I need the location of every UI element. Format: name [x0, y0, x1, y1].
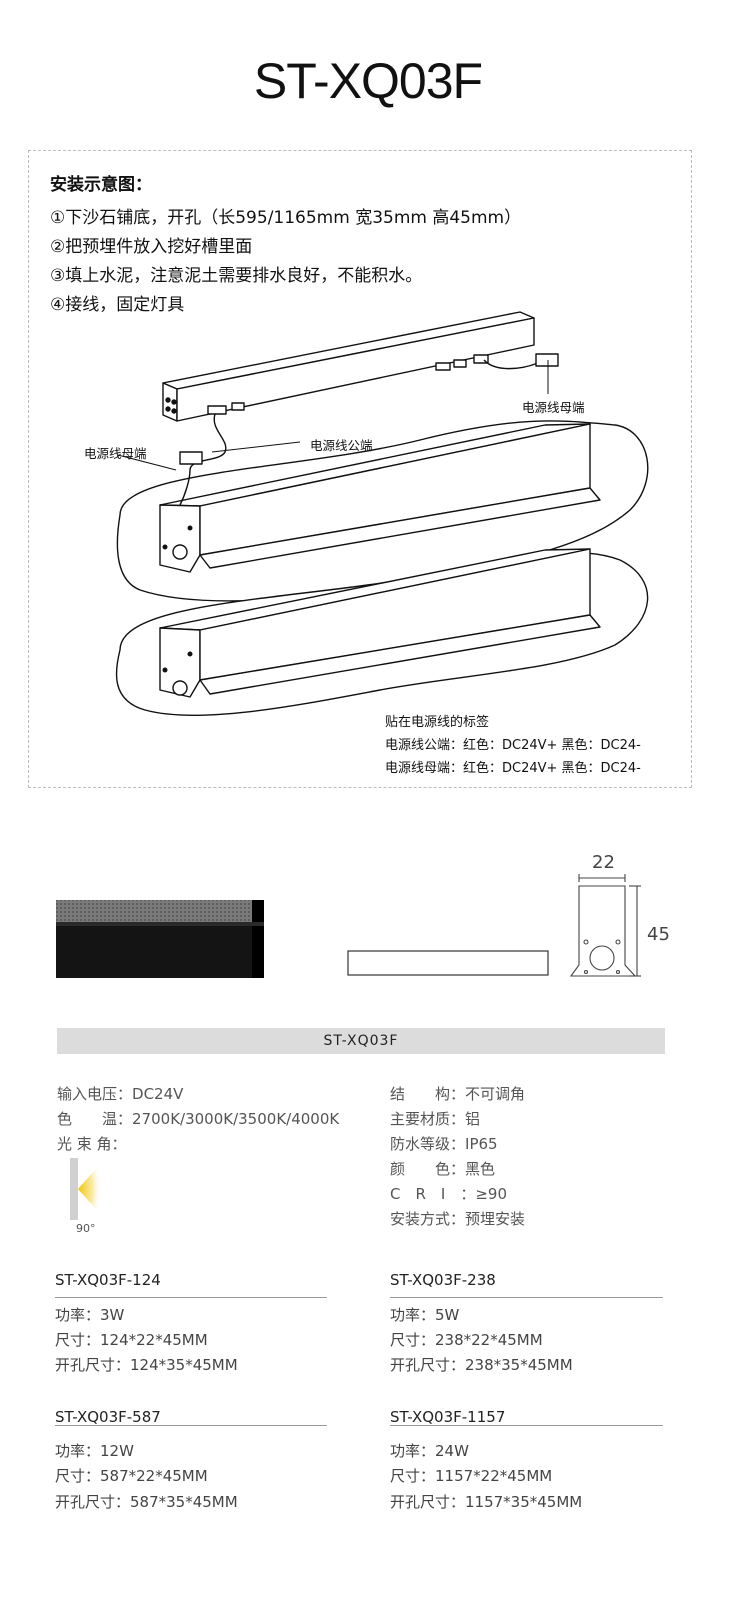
spec-cri: C R I ：≥90 [390, 1183, 507, 1204]
fixture-drawing [162, 311, 535, 422]
label-note-male: 电源线公端：红色：DC24V+ 黑色：DC24- [385, 738, 641, 753]
install-step-2: ②把预埋件放入挖好槽里面 [50, 237, 253, 257]
label-female-left: 电源线母端 [84, 446, 147, 461]
label-note-female: 电源线母端：红色：DC24V+ 黑色：DC24- [385, 761, 641, 776]
power-cables [179, 359, 539, 506]
spec-ip-rating: 防水等级：IP65 [390, 1133, 498, 1154]
spec-color: 颜 色：黑色 [390, 1158, 495, 1179]
spec-label: 光 束 角： [57, 1135, 127, 1153]
label-male: 电源线公端 [310, 438, 373, 453]
spec-label: C R I ： [390, 1185, 476, 1203]
embedded-trough-lower [115, 548, 649, 717]
install-heading: 安装示意图： [50, 175, 152, 195]
model-divider [55, 1297, 327, 1298]
spec-label: 结 构： [390, 1085, 466, 1103]
dimension-width: 22 [592, 852, 615, 873]
model-size: 尺寸：238*22*45MM [390, 1331, 543, 1349]
spec-value: 黑色 [465, 1160, 496, 1178]
model-power: 功率：24W [390, 1442, 469, 1460]
spec-voltage: 输入电压：DC24V [57, 1083, 183, 1104]
model-power: 功率：12W [55, 1442, 134, 1460]
spec-value: 不可调角 [465, 1085, 526, 1103]
model-divider [390, 1297, 663, 1298]
install-step-4: ④接线，固定灯具 [50, 295, 185, 315]
spec-label: 主要材质： [390, 1110, 466, 1128]
spec-header-label: ST-XQ03F [323, 1033, 399, 1049]
spec-value: 预埋安装 [465, 1210, 526, 1228]
label-note-heading: 贴在电源线的标签 [385, 715, 490, 730]
model-size: 尺寸：587*22*45MM [55, 1467, 208, 1485]
spec-color-temp: 色 温：2700K/3000K/3500K/4000K [57, 1108, 339, 1129]
install-step-1: ①下沙石铺底，开孔（长595/1165mm 宽35mm 高45mm） [50, 208, 522, 228]
model-hole-size: 开孔尺寸：1157*35*45MM [390, 1493, 583, 1511]
section-drawing [569, 874, 641, 977]
model-hole-size: 开孔尺寸：238*35*45MM [390, 1356, 573, 1374]
spec-material: 主要材质：铝 [390, 1108, 480, 1129]
spec-value: 铝 [465, 1110, 481, 1128]
model-power: 功率：3W [55, 1306, 125, 1324]
label-female-right: 电源线母端 [522, 400, 585, 415]
spec-installation: 安装方式：预埋安装 [390, 1208, 525, 1229]
installation-panel [28, 150, 692, 788]
spec-label: 颜 色： [390, 1160, 466, 1178]
installation-diagram [115, 311, 649, 717]
spec-label: 安装方式： [390, 1210, 466, 1228]
model-power: 功率：5W [390, 1306, 460, 1324]
spec-label: 色 温： [57, 1110, 133, 1128]
install-step-3: ③填上水泥，注意泥土需要排水良好，不能积水。 [50, 266, 423, 286]
model-size: 尺寸：1157*22*45MM [390, 1467, 553, 1485]
spec-value: ≥90 [475, 1185, 507, 1203]
model-divider [55, 1425, 327, 1426]
model-size: 尺寸：124*22*45MM [55, 1331, 208, 1349]
beam-angle-graphic [70, 1158, 104, 1220]
spec-beam-angle: 光 束 角： [57, 1133, 127, 1154]
spec-structure: 结 构：不可调角 [390, 1083, 525, 1104]
model-hole-size: 开孔尺寸：124*35*45MM [55, 1356, 238, 1374]
spec-label: 防水等级： [390, 1135, 466, 1153]
side-view-drawing [347, 950, 549, 976]
spec-label: 输入电压： [57, 1085, 133, 1103]
model-name: ST-XQ03F-124 [55, 1271, 161, 1289]
model-name: ST-XQ03F-238 [390, 1271, 496, 1289]
model-name: ST-XQ03F-587 [55, 1408, 161, 1426]
model-name: ST-XQ03F-1157 [390, 1408, 506, 1426]
model-hole-size: 开孔尺寸：587*35*45MM [55, 1493, 238, 1511]
male-connector [179, 451, 203, 465]
product-photo [56, 900, 264, 978]
beam-angle-value: 90° [76, 1222, 96, 1235]
spec-header-bar [57, 1028, 665, 1054]
spec-value: IP65 [465, 1135, 498, 1153]
model-divider [390, 1425, 663, 1426]
page-title: ST-XQ03F [253, 53, 483, 109]
spec-value: 2700K/3000K/3500K/4000K [132, 1110, 340, 1128]
dimension-height: 45 [647, 924, 670, 945]
spec-value: DC24V [132, 1085, 184, 1103]
female-connector [535, 353, 559, 367]
